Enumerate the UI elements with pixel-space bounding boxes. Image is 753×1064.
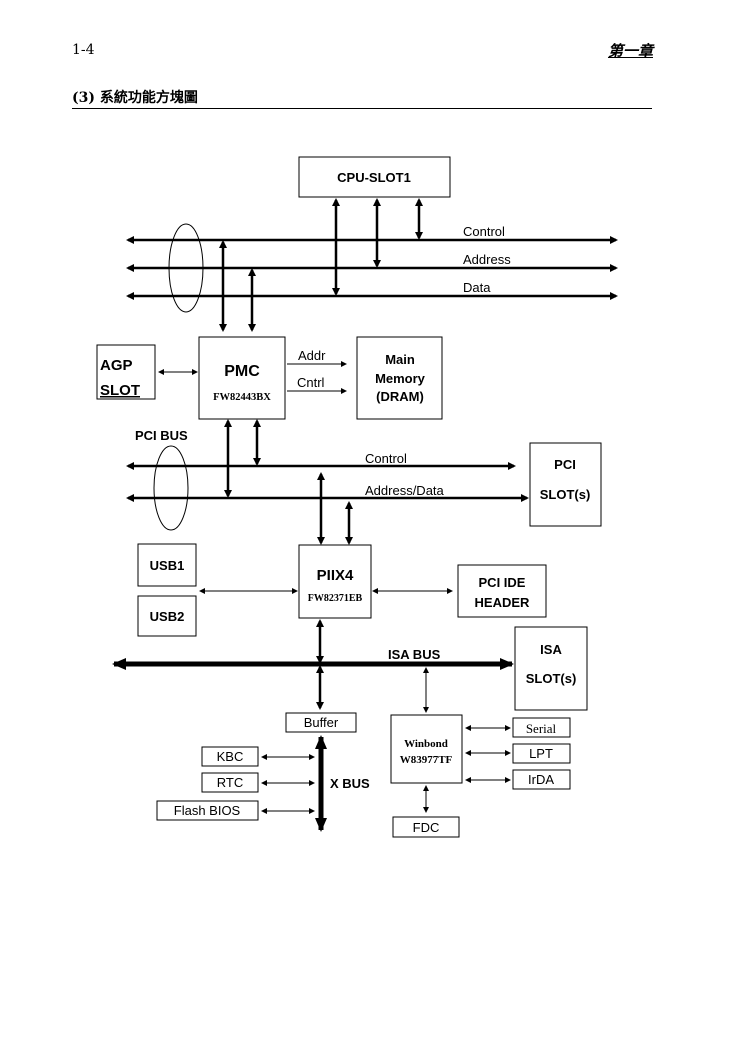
pci-slot-box: PCI SLOT(s) bbox=[529, 442, 602, 527]
piix4-label: PIIX4 bbox=[317, 567, 354, 584]
memory-label-2: Memory bbox=[375, 371, 426, 386]
addr-label: Addr bbox=[298, 348, 326, 363]
winbond-connectors bbox=[423, 725, 511, 813]
irda-box: IrDA bbox=[512, 769, 571, 790]
pci-bus bbox=[126, 419, 529, 545]
cntrl-label: Cntrl bbox=[297, 375, 325, 390]
rtc-box: RTC bbox=[201, 772, 259, 793]
buffer-label: Buffer bbox=[304, 715, 339, 730]
host-data-label: Data bbox=[463, 280, 491, 295]
usb1-label: USB1 bbox=[150, 558, 185, 573]
winbond-box: Winbond W83977TF bbox=[390, 714, 463, 784]
kbc-box: KBC bbox=[201, 746, 259, 767]
piix4-box: PIIX4 FW82371EB bbox=[298, 544, 372, 619]
page-number: 1-4 bbox=[72, 42, 95, 58]
host-bus-ellipse bbox=[168, 223, 204, 313]
ide-label-2: HEADER bbox=[475, 595, 531, 610]
serial-label: Serial bbox=[526, 721, 557, 736]
winbond-label-1: Winbond bbox=[404, 738, 448, 750]
winbond-label-2: W83977TF bbox=[400, 754, 453, 766]
ide-label-1: PCI IDE bbox=[479, 575, 526, 590]
cpu-label: CPU-SLOT1 bbox=[337, 170, 411, 185]
isa-slot-box: ISA SLOT(s) bbox=[514, 626, 588, 711]
buffer-box: Buffer bbox=[285, 712, 357, 733]
pci-bus-ellipse bbox=[153, 445, 189, 531]
flash-bios-box: Flash BIOS bbox=[156, 800, 259, 821]
chapter-title: 第一章 bbox=[607, 42, 653, 60]
usb1-box: USB1 bbox=[137, 543, 197, 587]
flash-bios-label: Flash BIOS bbox=[174, 803, 241, 818]
pmc-chip-label: FW82443BX bbox=[213, 392, 271, 403]
agp-slot-box: AGP SLOT bbox=[96, 344, 156, 400]
usb2-label: USB2 bbox=[150, 609, 185, 624]
usb2-box: USB2 bbox=[137, 595, 197, 637]
pmc-box: PMC FW82443BX bbox=[198, 336, 286, 420]
pci-ide-header-box: PCI IDE HEADER bbox=[457, 564, 547, 618]
pmc-label: PMC bbox=[224, 363, 260, 380]
pci-slot-label-1: PCI bbox=[554, 457, 576, 472]
host-control-label: Control bbox=[463, 224, 505, 239]
rtc-label: RTC bbox=[217, 775, 243, 790]
memory-label-3: (DRAM) bbox=[376, 389, 424, 404]
irda-label: IrDA bbox=[528, 772, 554, 787]
piix4-chip-label: FW82371EB bbox=[308, 593, 363, 604]
isa-slot-label-2: SLOT(s) bbox=[526, 671, 577, 686]
agp-label-2: SLOT bbox=[100, 382, 140, 399]
header-rule bbox=[72, 108, 652, 109]
section-title: (3) 系統功能方塊圖 bbox=[72, 90, 198, 106]
pci-addrdata-label: Address/Data bbox=[365, 483, 445, 498]
serial-box: Serial bbox=[512, 717, 571, 738]
agp-label-1: AGP bbox=[100, 357, 133, 374]
lpt-box: LPT bbox=[512, 743, 571, 764]
isa-slot-label-1: ISA bbox=[540, 642, 562, 657]
isa-bus-label: ISA BUS bbox=[388, 647, 441, 662]
x-bus-label: X BUS bbox=[330, 776, 370, 791]
host-address-label: Address bbox=[463, 252, 511, 267]
x-bus-connectors bbox=[261, 754, 315, 814]
lpt-label: LPT bbox=[529, 746, 553, 761]
pci-bus-label: PCI BUS bbox=[135, 428, 188, 443]
fdc-box: FDC bbox=[392, 816, 460, 838]
host-bus bbox=[126, 198, 618, 332]
fdc-label: FDC bbox=[413, 820, 440, 835]
cpu-box: CPU-SLOT1 bbox=[298, 156, 451, 198]
memory-label-1: Main bbox=[385, 352, 415, 367]
kbc-label: KBC bbox=[217, 749, 244, 764]
pci-control-label: Control bbox=[365, 451, 407, 466]
main-memory-box: Main Memory (DRAM) bbox=[356, 336, 443, 420]
pci-slot-label-2: SLOT(s) bbox=[540, 487, 591, 502]
